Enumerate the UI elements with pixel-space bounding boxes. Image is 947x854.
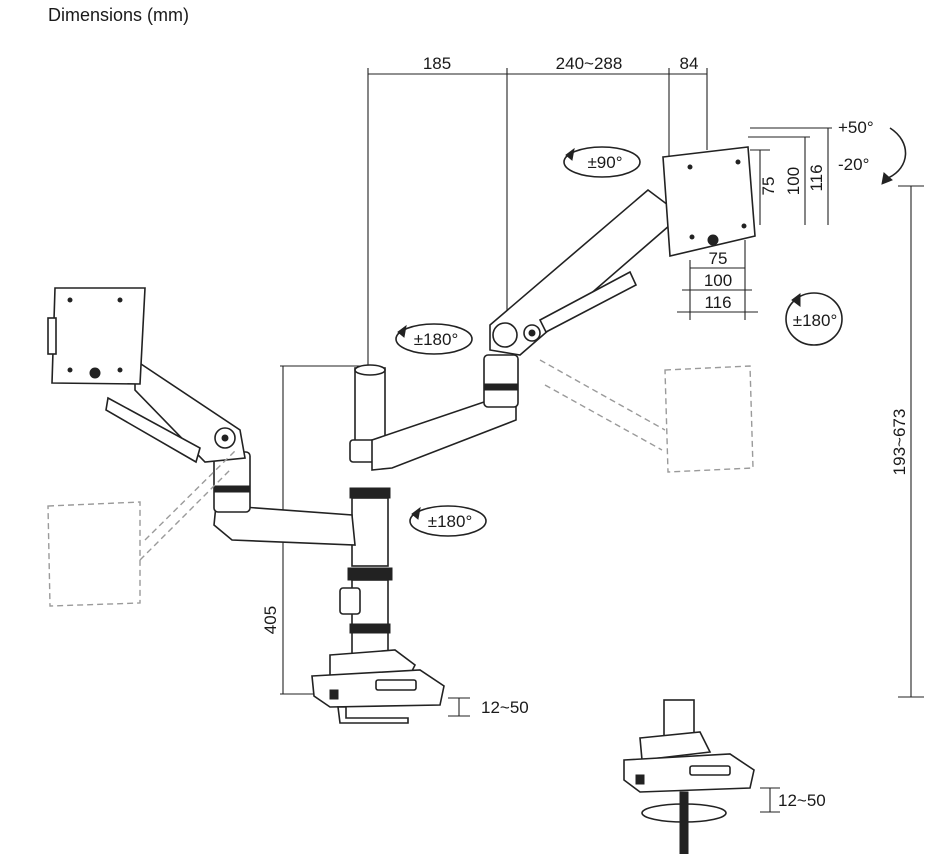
desk-clamp	[311, 649, 445, 724]
vesa-100-horizontal: 100	[704, 271, 732, 290]
rotate-upper-arm-label: ±180°	[414, 330, 459, 349]
dimension-84: 84	[680, 54, 699, 73]
clamp-thickness-line	[448, 697, 470, 717]
vesa-116-horizontal: 116	[704, 293, 731, 312]
grommet-mount	[623, 699, 755, 854]
dimension-405: 405	[261, 606, 280, 634]
pole	[339, 364, 393, 661]
dimension-grommet-12-50: 12~50	[778, 791, 826, 810]
vesa-75-horizontal: 75	[709, 249, 728, 268]
rotate-monitor-label: ±180°	[793, 311, 838, 330]
dimension-240-288: 240~288	[556, 54, 623, 73]
page-title: Dimensions (mm)	[48, 5, 189, 25]
vesa-116-vertical: 116	[807, 164, 826, 191]
right-lower-arm	[371, 354, 519, 471]
right-monitor-ghost	[539, 359, 754, 473]
dimension-185: 185	[423, 54, 451, 73]
rotate-monitor-badge	[785, 292, 843, 346]
vesa-100-vertical: 100	[784, 167, 803, 195]
left-monitor-plate	[47, 287, 146, 385]
swivel-90-badge	[563, 146, 641, 178]
rotate-lower-arm-label: ±180°	[428, 512, 473, 531]
height-range-line	[898, 185, 924, 698]
vesa-dimension-lines	[677, 127, 832, 320]
right-gas-arm	[489, 188, 671, 356]
top-dimension-lines	[367, 68, 708, 370]
swivel-90-label: ±90°	[587, 153, 622, 172]
tilt-arrow-icon	[881, 127, 907, 185]
rotate-upper-arm-badge	[395, 323, 473, 355]
dimension-clamp-12-50: 12~50	[481, 698, 529, 717]
rotate-lower-arm-badge	[409, 505, 487, 537]
vesa-75-vertical: 75	[759, 177, 778, 196]
left-monitor-ghost	[47, 449, 237, 607]
dimension-193-673: 193~673	[890, 409, 909, 476]
right-monitor-plate	[662, 146, 756, 257]
tilt-up-label: +50°	[838, 118, 874, 137]
grommet-thickness-line	[760, 787, 780, 813]
tilt-down-label: -20°	[838, 155, 869, 174]
left-lower-arm	[213, 451, 356, 546]
